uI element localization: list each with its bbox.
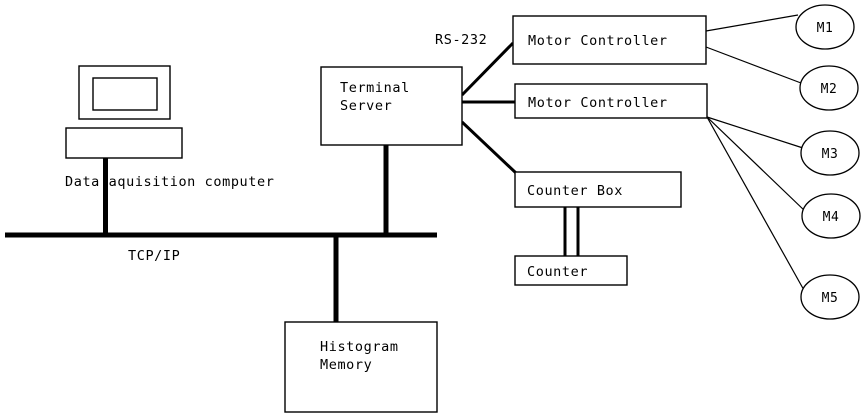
motor-controller-2-box xyxy=(514,83,708,119)
histogram-memory-box xyxy=(284,321,438,413)
node-counter-box[interactable]: Counter Box xyxy=(514,171,682,208)
computer-base-icon xyxy=(65,127,183,159)
counter-box-box xyxy=(514,171,682,208)
histogram-memory-label-line2: Memory xyxy=(320,357,372,373)
terminal-server-label-line2: Server xyxy=(340,98,392,114)
tcpip-link-label: TCP/IP xyxy=(128,248,180,264)
motor-m2-label: M2 xyxy=(821,82,838,97)
motor-controller-1-box xyxy=(512,15,707,65)
node-motor-m5[interactable]: M5 xyxy=(800,274,860,320)
link-motor-controller-1-to-m1 xyxy=(705,14,799,32)
node-counter[interactable]: Counter xyxy=(514,255,628,286)
workstation-label: Data aquisition computer xyxy=(65,174,274,190)
counter-box-label: Counter Box xyxy=(527,183,623,199)
motor-m3-ellipse xyxy=(800,130,860,176)
counter-label: Counter xyxy=(527,264,588,280)
motor-m1-ellipse xyxy=(795,4,855,50)
histogram-memory-label-line1: Histogram xyxy=(320,339,399,355)
monitor-screen-icon xyxy=(92,77,158,111)
node-histogram-memory[interactable]: Histogram Memory xyxy=(284,321,438,413)
connection-layer xyxy=(5,14,807,323)
link-motor-controller-1-to-m2 xyxy=(705,46,802,84)
motor-m2-ellipse xyxy=(799,65,859,111)
link-motor-controller-2-to-m3 xyxy=(706,116,804,149)
motor-controller-1-label: Motor Controller xyxy=(528,33,668,49)
motor-m4-ellipse xyxy=(801,193,861,239)
terminal-server-box xyxy=(320,66,463,146)
node-motor-controller-1[interactable]: Motor Controller xyxy=(512,15,707,65)
motor-m3-label: M3 xyxy=(822,147,839,162)
motor-m5-label: M5 xyxy=(822,291,839,306)
node-motor-m1[interactable]: M1 xyxy=(795,4,855,50)
motor-controller-2-label: Motor Controller xyxy=(528,95,668,111)
link-terminal-server-to-counter-box xyxy=(460,120,518,175)
link-terminal-server-to-motor-controller-1 xyxy=(460,41,515,97)
motor-m4-label: M4 xyxy=(823,210,840,225)
counter-box xyxy=(514,255,628,286)
node-motor-m4[interactable]: M4 xyxy=(801,193,861,239)
rs232-link-label: RS-232 xyxy=(435,32,487,48)
node-motor-m3[interactable]: M3 xyxy=(800,130,860,176)
link-motor-controller-2-to-m5 xyxy=(706,116,806,293)
motor-m5-ellipse xyxy=(800,274,860,320)
node-motor-m2[interactable]: M2 xyxy=(799,65,859,111)
node-workstation[interactable] xyxy=(65,65,183,159)
node-motor-controller-2[interactable]: Motor Controller xyxy=(514,83,708,119)
node-terminal-server[interactable]: Terminal Server xyxy=(320,66,463,146)
terminal-server-label-line1: Terminal xyxy=(340,80,410,96)
motor-m1-label: M1 xyxy=(817,21,834,36)
link-motor-controller-2-to-m4 xyxy=(706,116,807,213)
